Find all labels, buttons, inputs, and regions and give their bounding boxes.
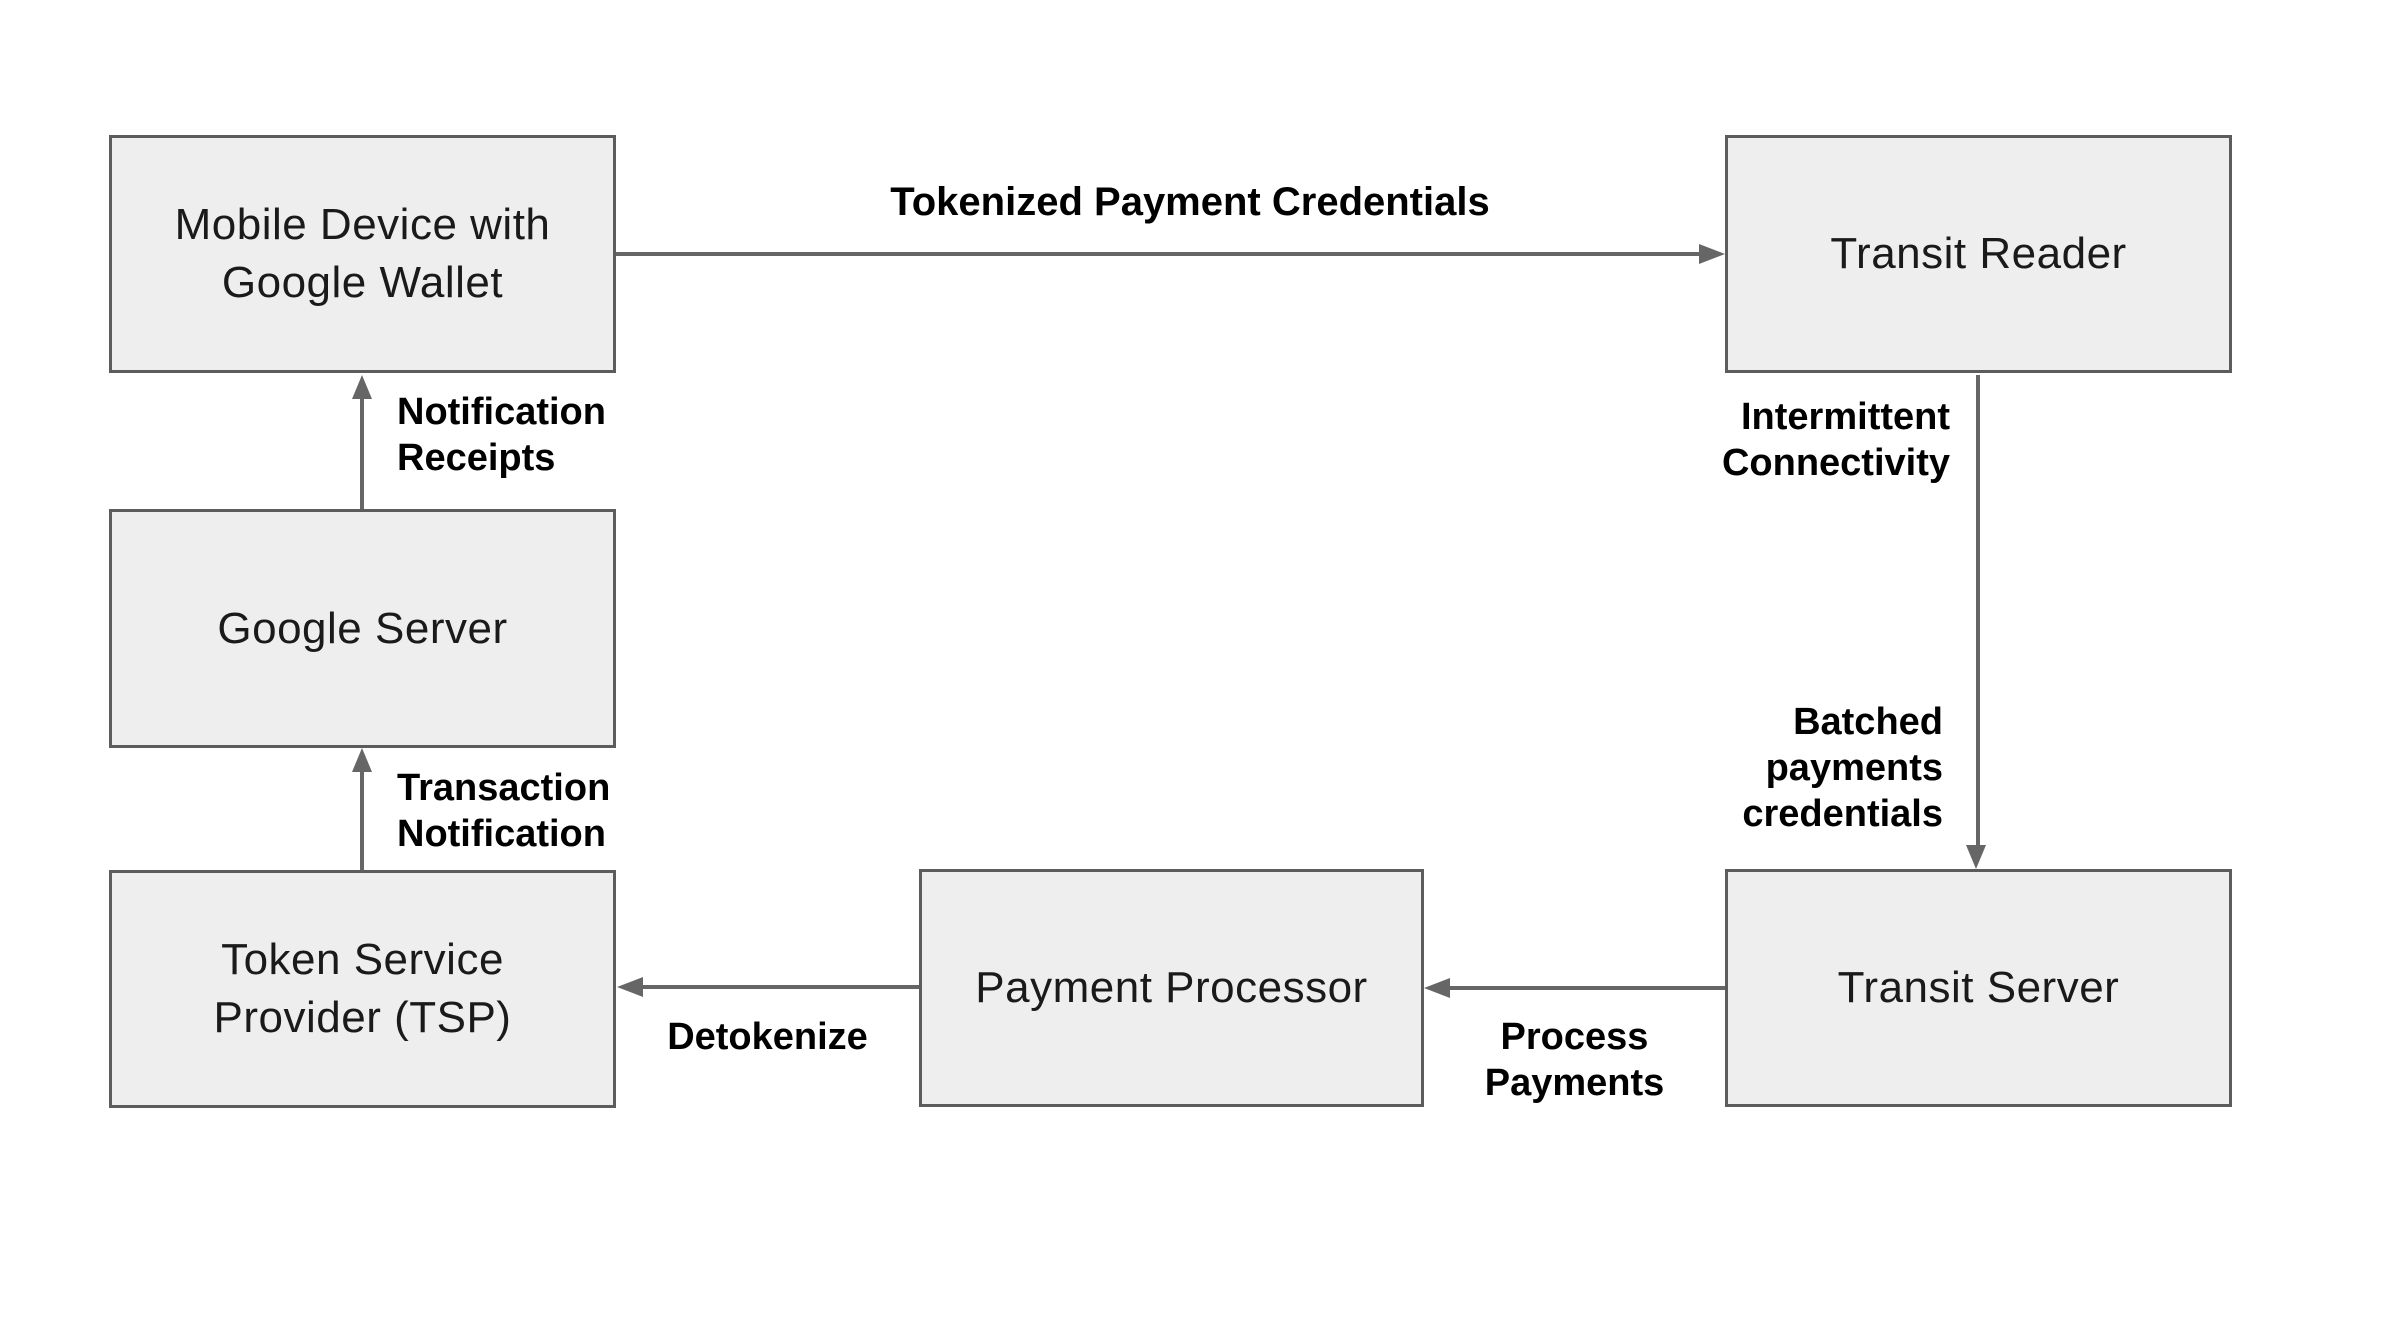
edge-server-to-processor-line xyxy=(1449,986,1725,990)
edge-label-process-payments: Process Payments xyxy=(1424,1014,1725,1106)
arrowhead-up-icon xyxy=(352,375,372,399)
edge-label-batched-payments-credentials: Batched payments credentials xyxy=(1443,699,1943,837)
edge-label-line: Transaction xyxy=(397,767,611,809)
node-label-line: Token Service xyxy=(221,935,504,984)
edge-google-to-mobile-line xyxy=(360,397,364,509)
node-label-line: Mobile Device with xyxy=(174,200,551,249)
edge-label-line: credentials xyxy=(1742,793,1943,835)
edge-label-line: Tokenized Payment Credentials xyxy=(890,180,1490,224)
node-label-mobile-device: Mobile Device with Google Wallet xyxy=(175,196,551,312)
node-label-line: Transit Reader xyxy=(1830,229,2127,278)
arrowhead-left-icon xyxy=(617,977,643,997)
node-label-line: Payment Processor xyxy=(975,963,1368,1012)
edge-label-line: Receipts xyxy=(397,437,556,479)
node-label-google-server: Google Server xyxy=(217,600,507,658)
edge-label-notification-receipts: Notification Receipts xyxy=(397,389,606,481)
node-label-line: Transit Server xyxy=(1837,963,2120,1012)
edge-label-line: Notification xyxy=(397,813,606,855)
edge-label-line: payments xyxy=(1765,747,1943,789)
node-label-line: Google Wallet xyxy=(221,258,504,307)
arrowhead-up-icon xyxy=(352,748,372,772)
arrowhead-left-icon xyxy=(1424,978,1450,998)
edge-label-line: Payments xyxy=(1484,1062,1665,1104)
node-label-line: Google Server xyxy=(217,603,508,653)
arrowhead-down-icon xyxy=(1966,845,1986,869)
node-token-service-provider: Token Service Provider (TSP) xyxy=(109,870,616,1108)
edge-label-line: Intermittent xyxy=(1741,396,1950,438)
node-transit-reader: Transit Reader xyxy=(1725,135,2232,373)
node-payment-processor: Payment Processor xyxy=(919,869,1424,1107)
node-google-server: Google Server xyxy=(109,509,616,748)
edge-label-line: Notification xyxy=(397,391,606,433)
edge-label-line: Detokenize xyxy=(667,1016,868,1058)
edge-label-detokenize: Detokenize xyxy=(616,1014,919,1060)
node-mobile-device-google-wallet: Mobile Device with Google Wallet xyxy=(109,135,616,373)
edge-tokenized-line xyxy=(616,252,1699,256)
edge-label-line: Process xyxy=(1500,1016,1649,1058)
node-label-line: Provider (TSP) xyxy=(213,993,512,1042)
node-label-transit-reader: Transit Reader xyxy=(1830,225,2126,283)
node-label-transit-server: Transit Server xyxy=(1838,959,2120,1017)
edge-label-line: Batched xyxy=(1793,701,1943,743)
edge-tsp-to-google-line xyxy=(360,770,364,870)
node-label-token-service-provider: Token Service Provider (TSP) xyxy=(214,931,512,1047)
arrowhead-right-icon xyxy=(1699,244,1725,264)
node-label-payment-processor: Payment Processor xyxy=(975,959,1367,1017)
edge-reader-to-server-line xyxy=(1976,375,1980,847)
edge-label-transaction-notification: Transaction Notification xyxy=(397,765,610,857)
edge-label-tokenized-payment-credentials: Tokenized Payment Credentials xyxy=(640,179,1740,225)
edge-processor-to-tsp-line xyxy=(642,985,919,989)
node-transit-server: Transit Server xyxy=(1725,869,2232,1107)
edge-label-intermittent-connectivity: Intermittent Connectivity xyxy=(1450,394,1950,486)
edge-label-line: Connectivity xyxy=(1721,442,1950,484)
